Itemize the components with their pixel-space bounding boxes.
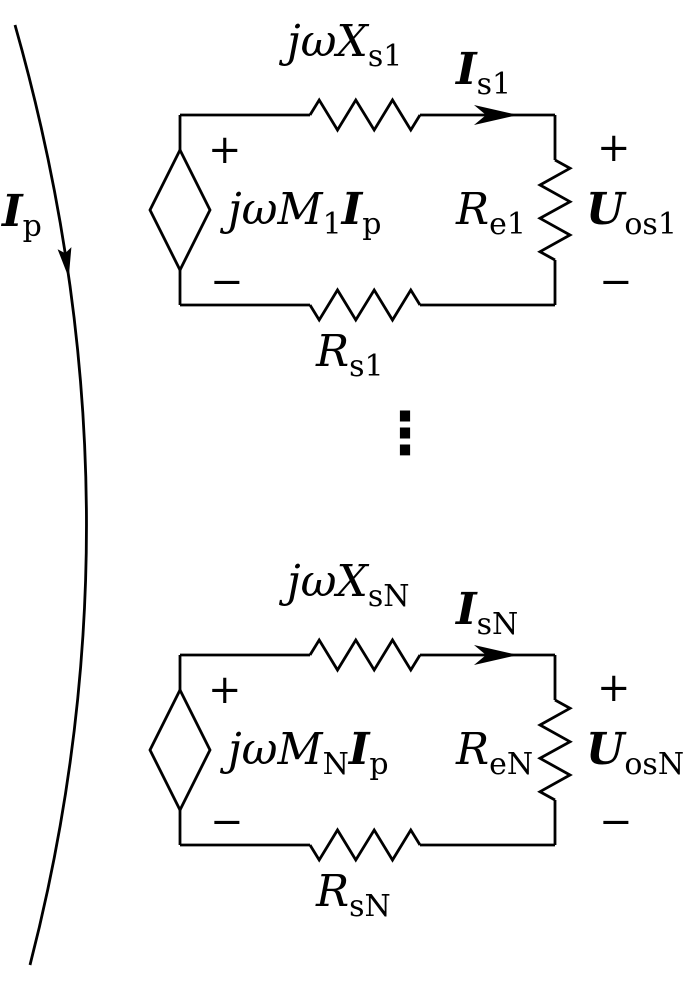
cn-reactance-resistor-icon [308, 637, 422, 673]
cn-voltage-symbol: U [586, 724, 625, 775]
c1-series-resistor-label: Rs1 [316, 330, 384, 382]
c1-load-resistor-icon [537, 158, 573, 262]
cn-current-label: IsN [456, 588, 518, 640]
c1-source-symbol: jωM [228, 184, 323, 235]
circuit-n [148, 637, 573, 863]
cn-source-symbol: jωM [228, 724, 323, 775]
c1-current-label: Is1 [456, 48, 511, 100]
c1-source-m-subscript: 1 [322, 207, 342, 242]
primary-current-arrow-icon [57, 247, 72, 278]
cn-source-minus-sign: − [210, 799, 244, 845]
c1-voltage-symbol: U [586, 184, 625, 235]
cn-current-symbol: I [456, 584, 477, 635]
c1-source-current-subscript: p [362, 207, 382, 242]
c1-voltage-subscript: os1 [624, 207, 677, 242]
c1-load-symbol: R [456, 184, 490, 235]
cn-source-current-symbol: I [348, 724, 370, 775]
primary-current-wire [13, 24, 88, 966]
c1-reactance-resistor-icon [308, 97, 422, 133]
c1-voltage-minus-sign: − [599, 259, 633, 305]
cn-reactance-subscript: sN [367, 579, 410, 614]
cn-series-resistor-symbol: R [316, 866, 350, 917]
primary-current-subscript: p [22, 209, 42, 244]
cn-series-resistor-subscript: sN [349, 889, 391, 924]
cn-voltage-plus-sign: + [597, 665, 631, 711]
cn-source-plus-sign: + [208, 667, 242, 713]
cn-load-resistor-icon [537, 698, 573, 802]
c1-series-resistor-symbol: R [316, 326, 350, 377]
c1-load-subscript: e1 [489, 207, 526, 242]
c1-current-subscript: s1 [476, 67, 512, 102]
cn-current-subscript: sN [476, 607, 519, 642]
cn-load-symbol: R [456, 724, 490, 775]
cn-reactance-symbol: jωX [287, 556, 368, 607]
c1-series-resistor-icon [308, 287, 422, 323]
cn-voltage-label: UosN [586, 728, 684, 780]
cn-dependent-source-diamond-icon [148, 686, 212, 814]
primary-current-label: Ip [2, 190, 42, 242]
cn-source-label: jωMNIp [228, 728, 389, 780]
c1-current-arrow-icon [474, 105, 518, 125]
cn-load-subscript: eN [489, 747, 534, 782]
c1-voltage-label: Uos1 [586, 188, 677, 240]
primary-current-symbol: I [2, 186, 23, 237]
c1-reactance-subscript: s1 [367, 39, 403, 74]
cn-reactance-label: jωXsN [287, 560, 410, 612]
c1-source-label: jωM1Ip [228, 188, 381, 240]
c1-source-plus-sign: + [208, 127, 242, 173]
cn-load-label: ReN [456, 728, 533, 780]
c1-dependent-source-diamond-icon [148, 146, 212, 274]
vertical-ellipsis: ⋮ [376, 399, 434, 467]
cn-series-resistor-label: RsN [316, 870, 391, 922]
c1-load-label: Re1 [456, 188, 526, 240]
cn-series-resistor-icon [308, 827, 422, 863]
cn-current-arrow-icon [474, 645, 518, 665]
cn-source-current-subscript: p [369, 747, 389, 782]
cn-voltage-minus-sign: − [599, 799, 633, 845]
c1-series-resistor-subscript: s1 [349, 349, 384, 384]
c1-voltage-plus-sign: + [597, 125, 631, 171]
cn-source-m-subscript: N [322, 747, 349, 782]
c1-current-symbol: I [456, 44, 477, 95]
c1-source-minus-sign: − [210, 259, 244, 305]
circuit-1 [148, 97, 573, 323]
c1-source-current-symbol: I [341, 184, 363, 235]
cn-voltage-subscript: osN [624, 747, 685, 782]
c1-reactance-label: jωXs1 [287, 20, 402, 72]
c1-reactance-symbol: jωX [287, 16, 368, 67]
